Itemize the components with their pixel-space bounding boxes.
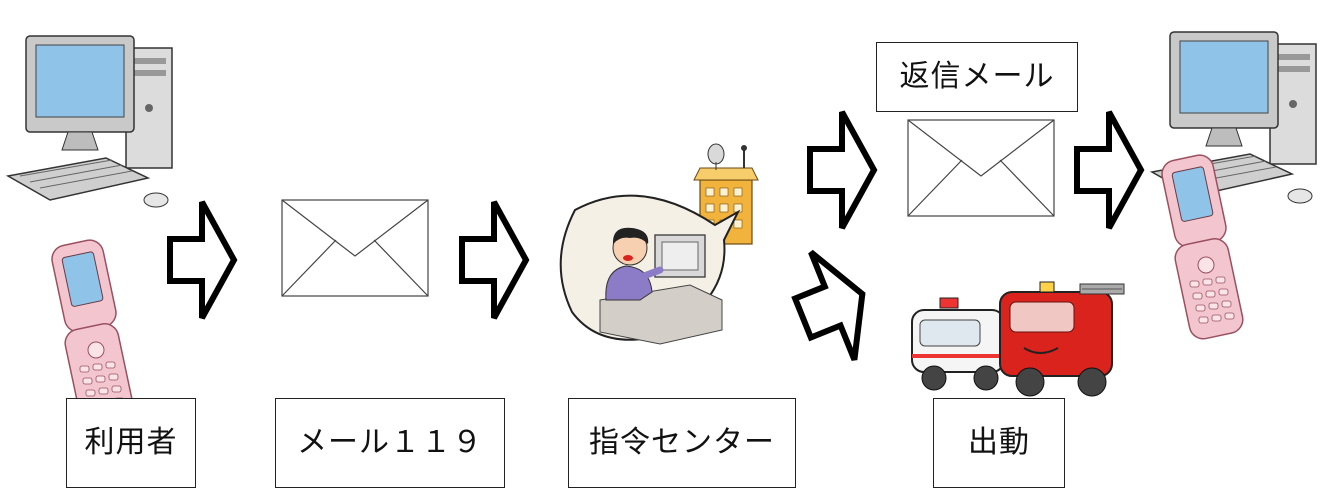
arrow-center-to-dispatch-icon <box>781 240 884 372</box>
label-reply-mail: 返信メール <box>876 42 1078 112</box>
arrow-mail-to-center-icon <box>462 202 526 318</box>
fire-truck-icon <box>999 281 1125 397</box>
reply-envelope-icon <box>907 119 1055 217</box>
dispatch-center-icon <box>559 143 759 345</box>
arrow-center-to-reply-icon <box>810 112 874 228</box>
label-mail119: メール１１９ <box>275 398 505 488</box>
label-dispatch-center: 指令センター <box>568 398 796 488</box>
mail-envelope-icon <box>281 199 429 297</box>
arrow-user-to-mail-icon <box>170 202 234 318</box>
label-dispatch: 出動 <box>933 398 1065 488</box>
arrow-reply-to-user-icon <box>1077 112 1141 228</box>
sender-computer-icon <box>7 35 173 208</box>
label-user: 利用者 <box>66 398 196 488</box>
ambulance-icon <box>911 297 1005 391</box>
emergency-vehicles-icon <box>911 281 1125 397</box>
